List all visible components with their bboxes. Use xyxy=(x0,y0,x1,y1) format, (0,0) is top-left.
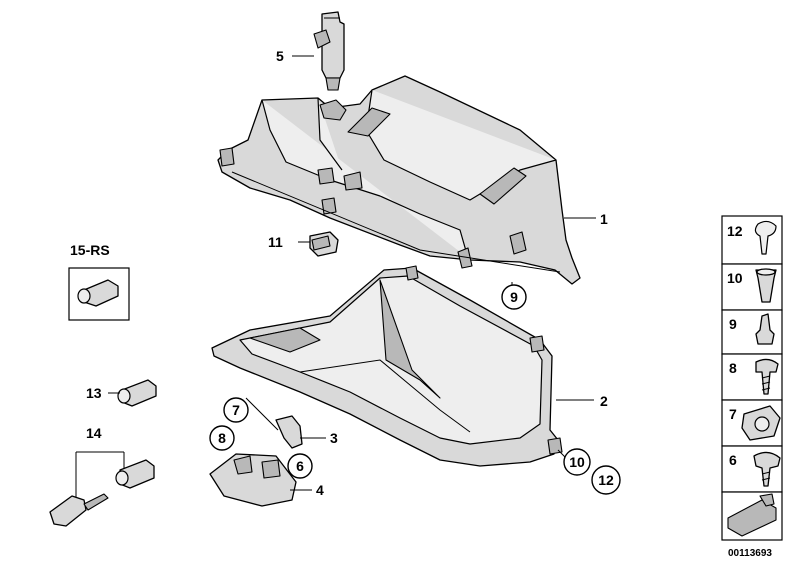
fastener-legend: 12 10 9 8 7 6 xyxy=(721,215,783,541)
expanding-nut-icon xyxy=(755,269,777,303)
legend-label-9: 9 xyxy=(729,316,737,332)
clip-part xyxy=(309,231,339,257)
key-set-part xyxy=(49,451,155,527)
callout-circle-12 xyxy=(591,465,621,495)
legend-label-7: 7 xyxy=(729,406,737,422)
callout-15: 15-RS xyxy=(70,242,110,258)
callout-5: 5 xyxy=(276,48,284,64)
leader-lines xyxy=(108,55,596,491)
legend-label-12: 12 xyxy=(727,223,743,239)
callout-circle-7 xyxy=(223,397,249,423)
callout-10: 10 xyxy=(569,454,585,470)
callout-9: 9 xyxy=(510,289,518,305)
grommet-icon xyxy=(755,313,775,345)
callout-3: 3 xyxy=(330,430,338,446)
callout-4: 4 xyxy=(316,482,324,498)
callout-7: 7 xyxy=(232,402,240,418)
legend-label-10: 10 xyxy=(727,270,743,286)
callout-circle-9 xyxy=(501,284,527,310)
legend-label-8: 8 xyxy=(729,360,737,376)
doc-number: 00113693 xyxy=(728,548,772,559)
callout-1: 1 xyxy=(600,211,608,227)
washer-screw-icon xyxy=(753,451,781,487)
callout-circle-6 xyxy=(287,453,313,479)
legend-label-6: 6 xyxy=(729,452,737,468)
callout-6: 6 xyxy=(296,458,304,474)
callout-circle-10 xyxy=(563,448,591,476)
lock-cylinder-part xyxy=(117,379,157,407)
handle-part xyxy=(209,453,297,507)
glovebox-lid-part xyxy=(211,265,563,467)
glovebox-housing-part xyxy=(217,75,581,285)
lock-set-part xyxy=(68,267,130,321)
callout-14: 14 xyxy=(86,425,102,441)
callout-12: 12 xyxy=(598,472,614,488)
callout-2: 2 xyxy=(600,393,608,409)
callout-circle-8 xyxy=(209,425,235,451)
rivet-icon xyxy=(754,220,777,255)
callout-11: 11 xyxy=(268,234,283,250)
callout-13: 13 xyxy=(86,385,102,401)
latch-spring-part xyxy=(245,397,303,449)
callout-8: 8 xyxy=(218,430,226,446)
damper-part xyxy=(313,11,345,91)
